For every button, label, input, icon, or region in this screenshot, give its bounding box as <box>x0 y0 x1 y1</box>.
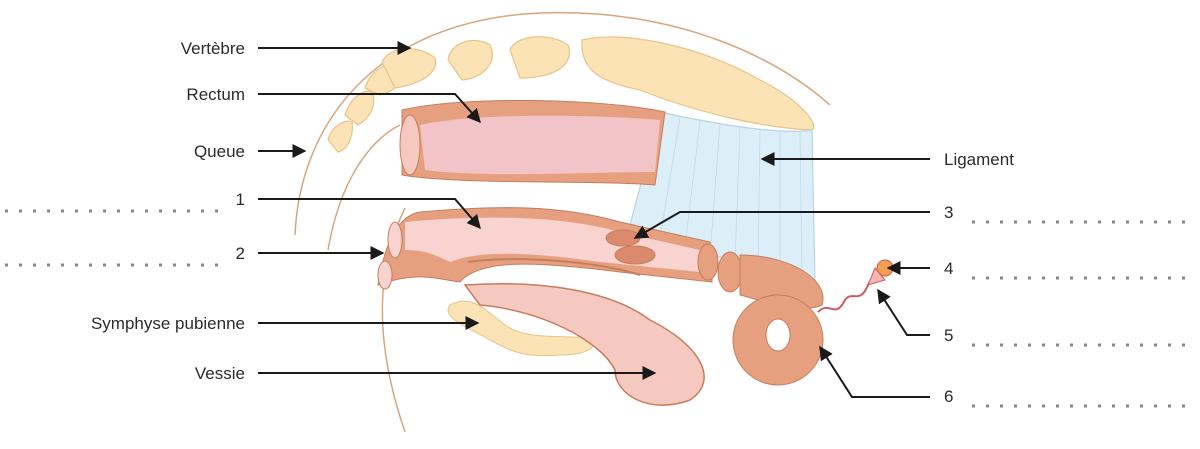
pubic-symphysis <box>447 300 595 357</box>
label-4: 4 <box>944 259 953 278</box>
label-vertebre: Vertèbre <box>181 39 245 58</box>
label-3: 3 <box>944 203 953 222</box>
label-vessie: Vessie <box>195 364 245 383</box>
uterus-vagina <box>377 207 824 309</box>
arrow-3 <box>633 211 930 239</box>
label-queue: Queue <box>194 142 245 161</box>
label-6: 6 <box>944 387 953 406</box>
arrow-rectum <box>258 93 481 124</box>
label-ligament: Ligament <box>944 150 1014 169</box>
vertebrae <box>327 36 815 153</box>
rectum <box>399 99 666 186</box>
arrow-5 <box>877 288 930 336</box>
uterine-horn-coil <box>732 259 894 386</box>
label-symphyse: Symphyse pubienne <box>91 314 245 333</box>
ligament-fibers <box>659 117 803 282</box>
label-rectum: Rectum <box>186 85 245 104</box>
label-2: 2 <box>236 244 245 263</box>
label-1: 1 <box>236 190 245 209</box>
label-5: 5 <box>944 326 953 345</box>
arrow-1 <box>258 198 481 230</box>
arrow-6 <box>819 345 930 398</box>
